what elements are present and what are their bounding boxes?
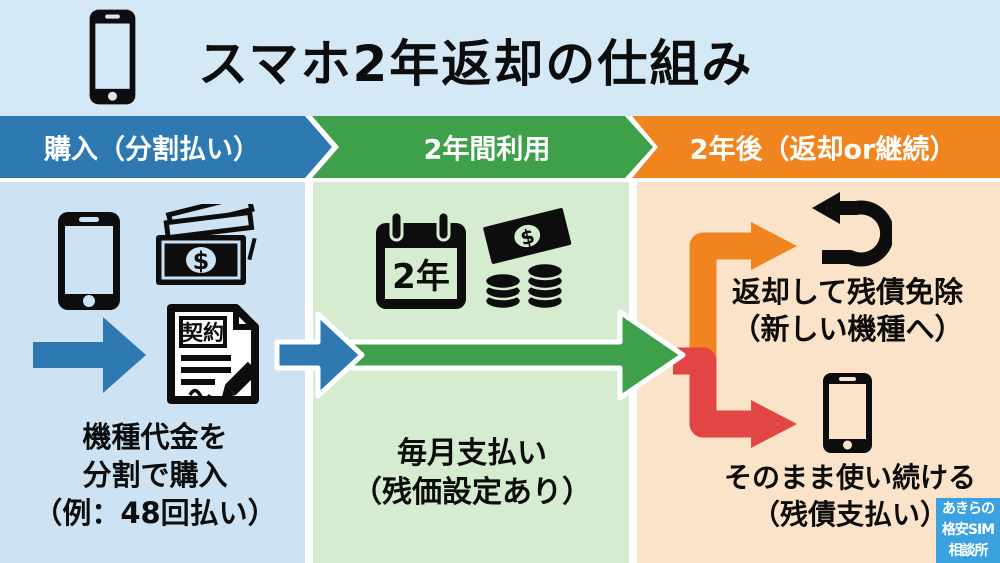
step-label-usage: 2年間利用 xyxy=(423,134,551,166)
calendar-label: 2年 xyxy=(392,257,450,297)
return-option-line2: （新しい機種へ） xyxy=(731,312,964,346)
contract-label: 契約 xyxy=(181,321,224,345)
keep-option-caption: そのまま使い続ける （残債支払い） xyxy=(655,459,1000,533)
badge-line3: 相談所 xyxy=(948,543,989,559)
title-area: スマホ2年返却の仕組み xyxy=(0,0,1000,116)
purchase-caption: 機種代金を 分割で購入 （例：48回払い） xyxy=(0,418,310,532)
dollar-sign: $ xyxy=(518,224,537,251)
step-header-band: 購入（分割払い） 2年間利用 2年後（返却or継続） xyxy=(0,116,1000,178)
step-chevron-after xyxy=(632,116,1000,178)
usage-caption-line2: （残価設定あり） xyxy=(352,475,592,510)
keep-option-line2: （残債支払い） xyxy=(751,498,948,531)
keep-option-line1: そのまま使い続ける xyxy=(723,461,976,494)
step-chevron-usage xyxy=(312,116,653,178)
purchase-caption-line2: 分割で購入 xyxy=(82,458,228,492)
contract-icon: 契約 xyxy=(164,303,262,405)
return-arrow-icon xyxy=(810,191,892,267)
dollar-sign: $ xyxy=(193,247,210,275)
usage-caption-line1: 毎月支払い xyxy=(397,436,547,471)
page-title: スマホ2年返却の仕組み xyxy=(198,35,754,93)
step-chevron-purchase xyxy=(0,116,332,178)
badge-line1: あきらの xyxy=(942,501,995,517)
pencil-icon xyxy=(221,361,259,399)
smartphone-icon xyxy=(821,371,874,455)
money-coins-icon: $ xyxy=(478,207,576,313)
channel-badge: あきらの 格安SIM 相談所 xyxy=(936,498,1000,563)
coin-stack-left xyxy=(483,271,523,311)
step-label-after: 2年後（返却or継続） xyxy=(689,134,957,166)
coin-stack-right xyxy=(525,261,565,311)
calendar-2year-icon: 2年 xyxy=(374,210,468,311)
money-icon: $ xyxy=(150,204,262,290)
return-option-line1: 返却して残債免除 xyxy=(731,275,964,309)
step-label-purchase: 購入（分割払い） xyxy=(44,134,260,166)
smartphone-icon xyxy=(56,210,122,312)
purchase-caption-line1: 機種代金を xyxy=(82,420,228,454)
smartphone-icon xyxy=(88,8,137,106)
return-option-caption: 返却して残債免除 （新しい機種へ） xyxy=(655,274,1000,348)
usage-caption: 毎月支払い （残価設定あり） xyxy=(316,434,628,512)
purchase-caption-line3: （例：48回払い） xyxy=(33,496,277,530)
badge-line2: 格安SIM xyxy=(941,522,995,538)
